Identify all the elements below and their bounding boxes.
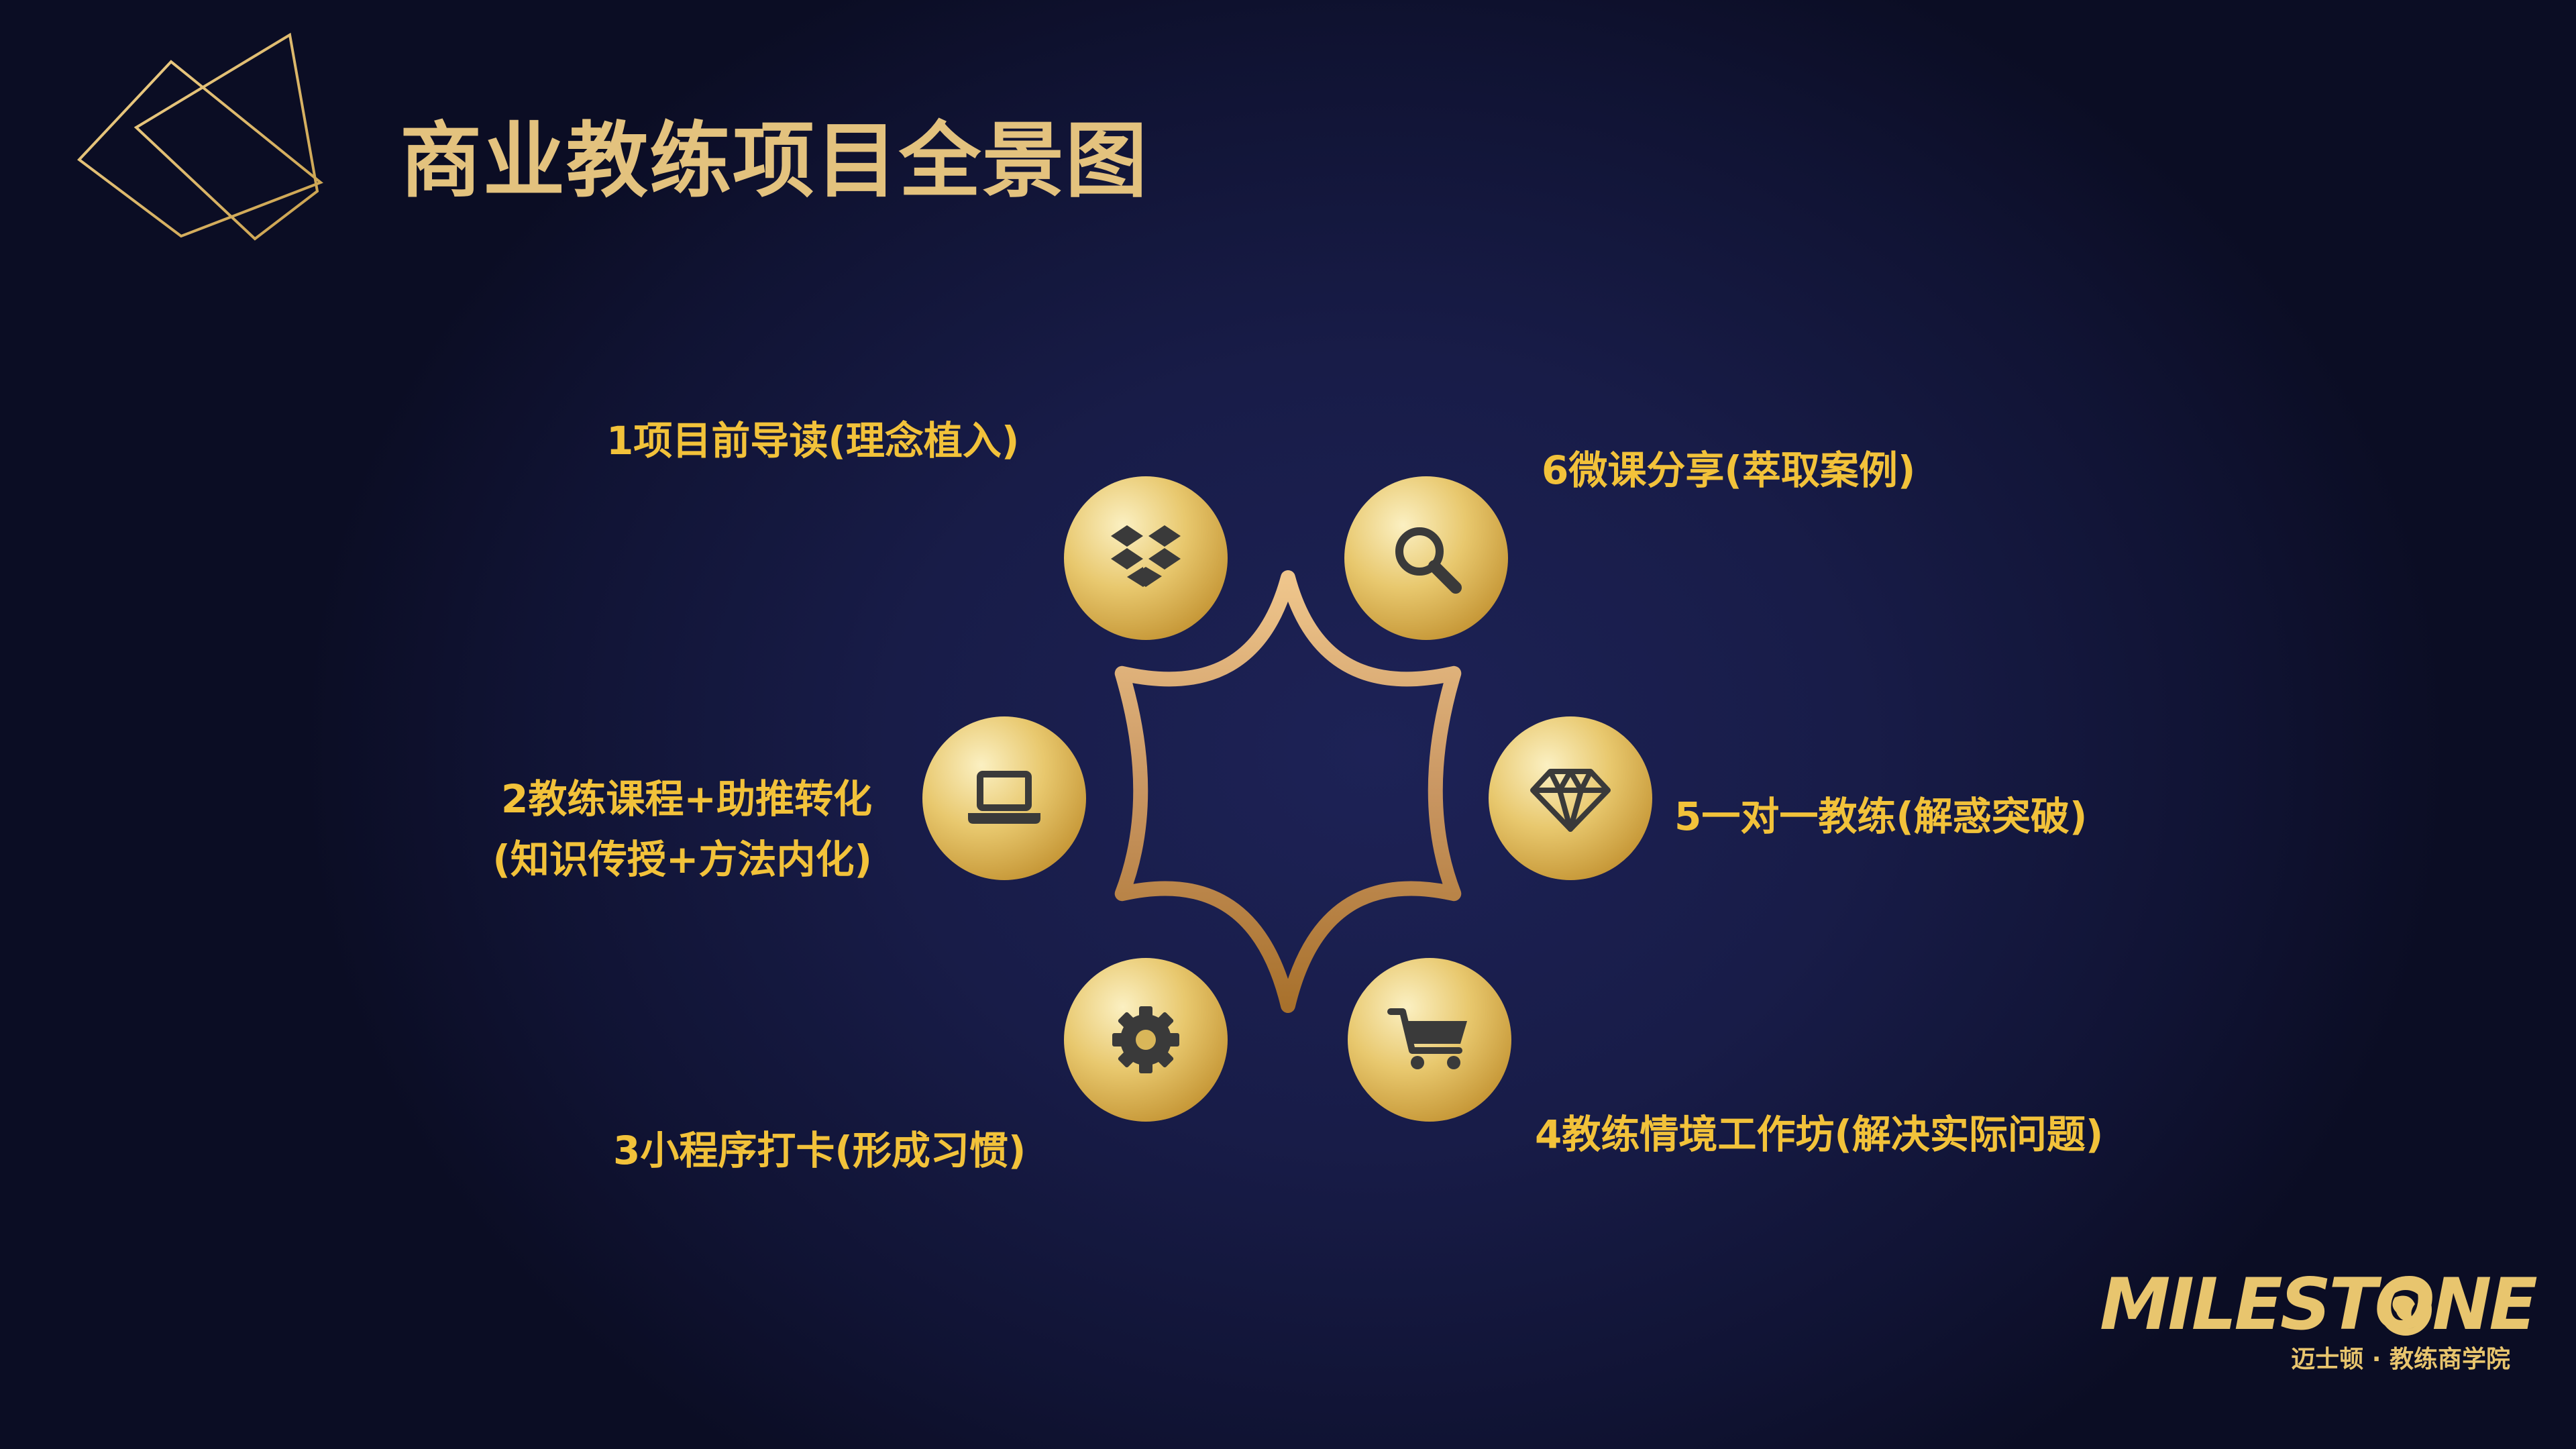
shopping-cart-icon (1387, 1008, 1467, 1069)
item-label-1: 1项目前导读(理念植入) (606, 418, 1020, 464)
item-label-3: 3小程序打卡(形成习惯) (613, 1128, 1026, 1173)
logo-wordmark: MILESTONE (2100, 1263, 2538, 1346)
coin-1 (1064, 476, 1228, 640)
coin-5 (1489, 716, 1652, 880)
diamond-icon (1530, 769, 1611, 832)
logo-globe-icon (2379, 1283, 2432, 1336)
gear-icon (1112, 1006, 1179, 1073)
logo-subtitle: 迈士顿 · 教练商学院 (2291, 1346, 2510, 1373)
dropbox-icon (1111, 525, 1181, 587)
coin-2 (922, 716, 1086, 880)
brand-logo: MILESTONE 迈士顿 · 教练商学院 (2100, 1263, 2538, 1382)
item-label-4: 4教练情境工作坊(解决实际问题) (1535, 1112, 2104, 1157)
center-star (1114, 570, 1462, 1013)
page-title: 商业教练项目全景图 (400, 113, 1148, 209)
decorative-frame (77, 32, 323, 241)
laptop-icon (968, 771, 1040, 824)
item-label-6: 6微课分享(萃取案例) (1542, 447, 1916, 493)
item-label-5: 5一对一教练(解惑突破) (1674, 794, 2088, 839)
search-icon (1395, 527, 1462, 594)
item-label-2-line1: 2教练课程+助推转化 (501, 776, 872, 822)
item-label-2-line2: (知识传授+方法内化) (492, 837, 872, 882)
coin-6 (1344, 476, 1508, 640)
